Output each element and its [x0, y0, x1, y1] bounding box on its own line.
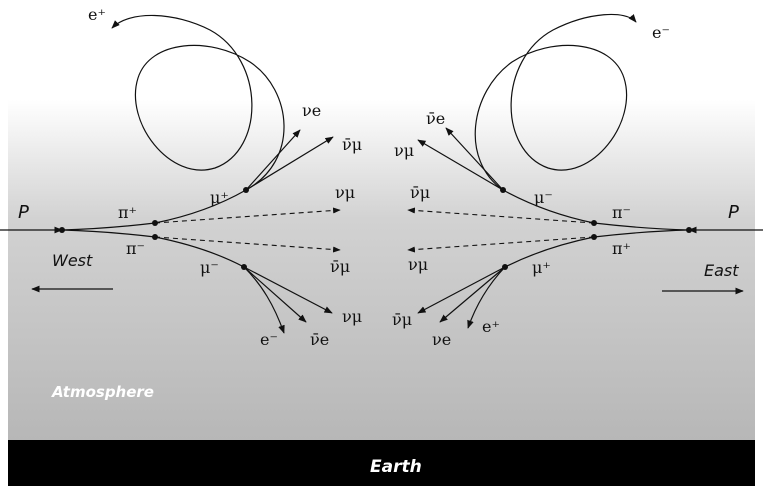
east-pion-numubar-track: [407, 207, 595, 224]
east-pi-minus-track: [593, 222, 690, 231]
west-e-minus-label: e⁻: [260, 330, 278, 349]
west-mu-plus-label: μ⁺: [210, 188, 229, 207]
east-pi-plus-label: π⁺: [612, 239, 631, 258]
atmosphere-label: Atmosphere: [51, 383, 154, 401]
west-mu-plus-numubar-track: [245, 136, 334, 191]
west-mu-plus-track: [154, 189, 247, 224]
west-pi-plus-track: [61, 222, 156, 231]
west-pi-minus-label: π⁻: [126, 239, 145, 258]
east-mu-minus-track: [502, 189, 595, 224]
east-numu-upper-label: νμ: [394, 141, 414, 160]
west-numubar-upper-label: ν̄μ: [342, 135, 362, 154]
east-nuebar-label: ν̄e: [426, 109, 445, 128]
west-pion-numubar-track: [154, 236, 341, 253]
east-nue-label: νe: [432, 330, 451, 349]
west-e-plus-spiral: [111, 14, 285, 191]
earth-label: Earth: [370, 457, 422, 477]
east-pi-minus-label: π⁻: [612, 203, 631, 222]
west-mu-minus-label: μ⁻: [200, 258, 219, 277]
west-e-plus-label: e⁺: [88, 5, 106, 24]
west-pi-minus-track: [61, 229, 156, 238]
east-mu-minus-numu-track: [417, 139, 504, 191]
east-numubar-lower-label: ν̄μ: [392, 310, 412, 329]
west-numu-lower-label: νμ: [342, 307, 362, 326]
east-mu-minus-nuebar-track: [445, 127, 504, 191]
west-mu-plus-nue-track: [245, 129, 301, 191]
east-mu-minus-label: μ⁻: [534, 188, 553, 207]
east-mu-plus-e-track: [467, 266, 506, 329]
east-direction-label: East: [704, 261, 739, 280]
east-pi-plus-track: [593, 229, 690, 238]
west-mu-minus-nuebar-track: [243, 266, 307, 323]
west-nuebar-label: ν̄e: [310, 330, 329, 349]
west-mu-minus-track: [154, 236, 245, 268]
west-pion-numu-label: νμ: [335, 183, 355, 202]
east-primary-label: P: [728, 202, 739, 223]
east-e-minus-label: e⁻: [652, 23, 670, 42]
west-pion-numubar-label: ν̄μ: [330, 257, 350, 276]
west-nue-label: νe: [302, 101, 321, 120]
earth-band: [8, 440, 755, 486]
east-e-plus-label: e⁺: [482, 317, 500, 336]
west-primary-label: P: [18, 202, 29, 223]
west-mu-minus-numu-track: [243, 266, 333, 314]
east-e-minus-spiral: [474, 13, 637, 191]
east-mu-plus-numubar-track: [417, 266, 506, 314]
east-mu-plus-track: [504, 236, 595, 268]
west-pion-numu-track: [154, 207, 341, 224]
east-mu-plus-nue-track: [439, 266, 506, 323]
atmosphere-band: [8, 100, 755, 440]
east-pion-numu-track: [407, 236, 595, 253]
east-pion-numu-label: νμ: [408, 255, 428, 274]
east-mu-plus-label: μ⁺: [532, 258, 551, 277]
west-direction-label: West: [52, 251, 93, 270]
west-pi-plus-label: π⁺: [118, 203, 137, 222]
east-pion-numubar-label: ν̄μ: [410, 183, 430, 202]
